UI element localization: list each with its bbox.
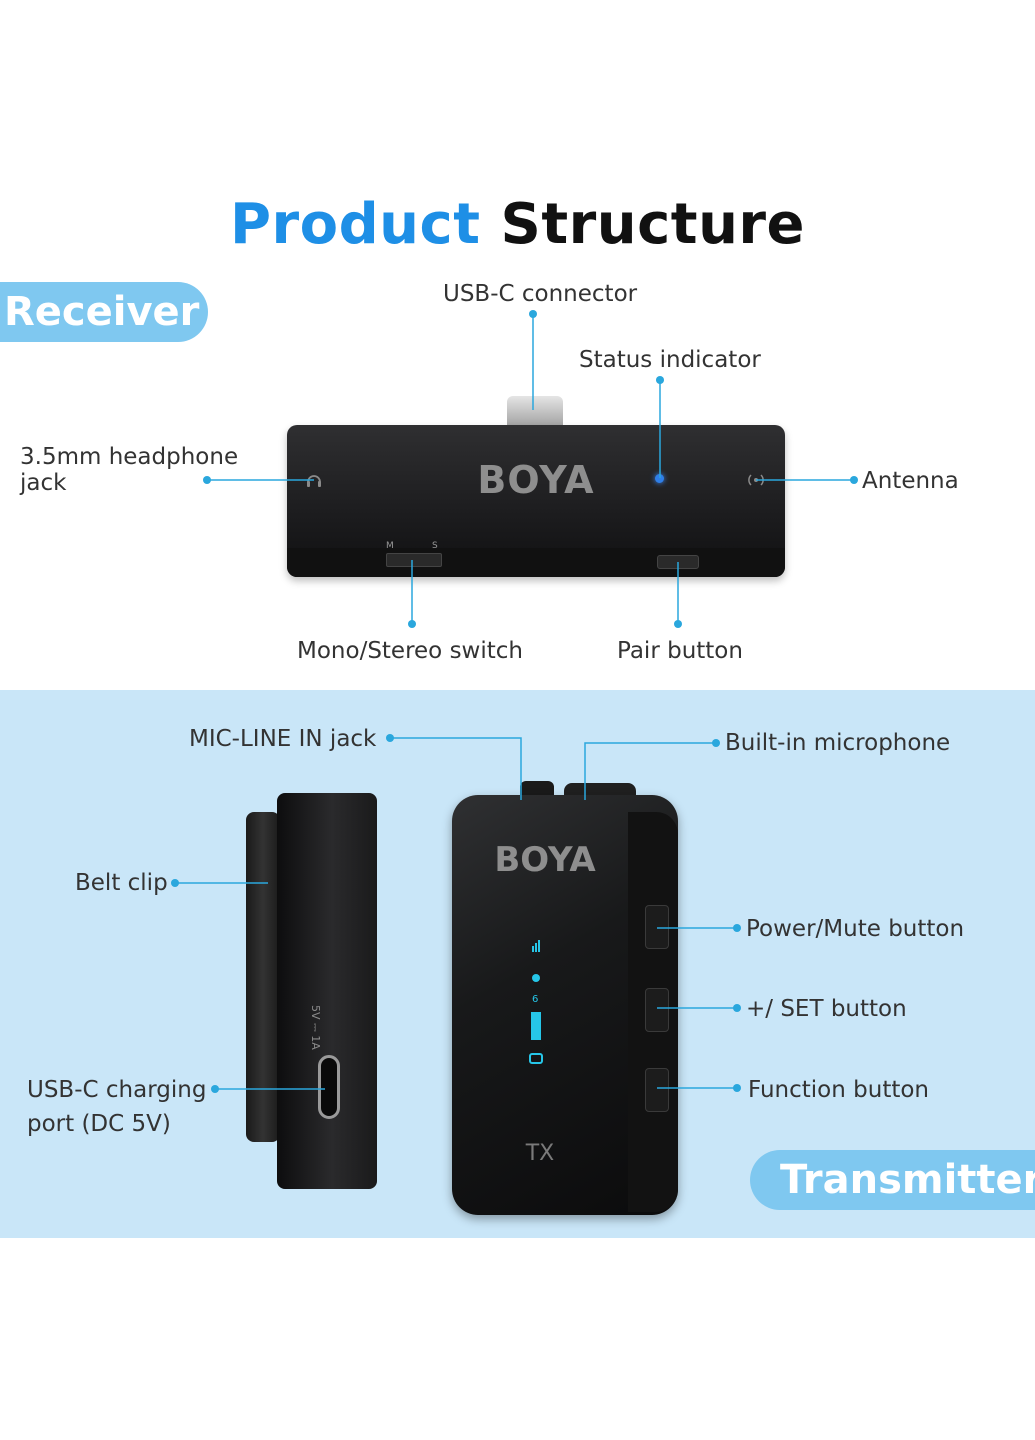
page-title: Product Structure	[0, 192, 1035, 257]
label-usb-c-connector: USB-C connector	[443, 281, 638, 307]
usb-c-charging-port	[318, 1055, 340, 1119]
svg-text:6: 6	[532, 994, 538, 1005]
label-usb-c-charging-1: USB-C charging	[27, 1077, 207, 1103]
mono-stereo-switch	[386, 553, 442, 567]
label-headphone-jack-2: jack	[20, 470, 67, 496]
label-antenna: Antenna	[862, 468, 959, 494]
label-mic-line-in-jack: MIC-LINE IN jack	[189, 726, 377, 752]
transmitter-side-view	[277, 793, 377, 1189]
receiver-bottom-edge	[287, 548, 785, 577]
transmitter-logo: BOYA	[494, 840, 596, 880]
function-button	[645, 1068, 669, 1112]
receiver-logo: BOYA	[477, 458, 595, 502]
label-pair-button: Pair button	[617, 638, 743, 664]
title-part-1: Product	[229, 192, 481, 257]
label-set-button: +/ SET button	[746, 996, 907, 1022]
label-headphone-jack-1: 3.5mm headphone	[20, 444, 239, 470]
label-builtin-microphone: Built-in microphone	[725, 730, 951, 756]
title-part-2: Structure	[500, 192, 806, 257]
label-status-indicator: Status indicator	[579, 347, 761, 373]
switch-label-s: S	[432, 541, 438, 551]
label-power-mute-button: Power/Mute button	[746, 916, 965, 942]
label-belt-clip: Belt clip	[75, 870, 168, 896]
label-function-button: Function button	[748, 1077, 930, 1103]
status-indicator-led	[655, 474, 664, 483]
transmitter-model: TX	[525, 1141, 555, 1166]
display-icon: 6	[529, 940, 543, 1064]
belt-clip	[246, 812, 280, 1142]
transmitter-section-label: Transmitter	[750, 1150, 1035, 1210]
power-mute-button	[645, 905, 669, 949]
receiver-section-label: Receiver	[0, 282, 208, 342]
label-mono-stereo-switch: Mono/Stereo switch	[297, 638, 523, 664]
label-usb-c-charging-2: port (DC 5V)	[27, 1111, 171, 1137]
switch-label-m: M	[386, 541, 394, 551]
set-button	[645, 988, 669, 1032]
receiver-usb-c-plug	[507, 396, 563, 430]
